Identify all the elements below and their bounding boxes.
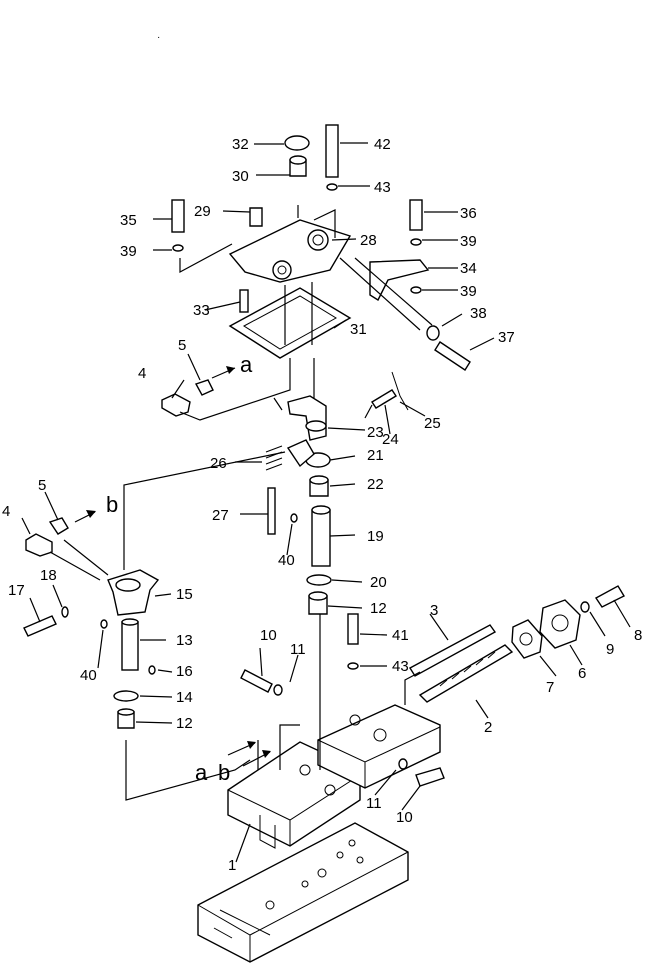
callout-10: 10 bbox=[260, 627, 277, 644]
marker-b-mid: b bbox=[106, 492, 118, 517]
callout-18: 18 bbox=[40, 567, 57, 584]
callout-28: 28 bbox=[360, 232, 377, 249]
callout-8: 8 bbox=[634, 627, 642, 644]
callout-16: 16 bbox=[176, 663, 193, 680]
callout-39: 39 bbox=[120, 243, 137, 260]
callout-25: 25 bbox=[424, 415, 441, 432]
callout-11: 11 bbox=[366, 795, 382, 812]
callout-23: 23 bbox=[367, 424, 384, 441]
callout-12: 12 bbox=[176, 715, 193, 732]
callout-38: 38 bbox=[470, 305, 487, 322]
callout-27: 27 bbox=[212, 507, 229, 524]
callout-21: 21 bbox=[367, 447, 384, 464]
callout-43: 43 bbox=[392, 658, 409, 675]
callout-36: 36 bbox=[460, 205, 477, 222]
callout-22: 22 bbox=[367, 476, 384, 493]
callout-20: 20 bbox=[370, 574, 387, 591]
callout-2: 2 bbox=[484, 719, 492, 736]
callout-5: 5 bbox=[178, 337, 186, 354]
bracket-and-bolts bbox=[171, 124, 471, 371]
left-stack-parts bbox=[23, 517, 160, 729]
center-stack-parts bbox=[100, 371, 409, 629]
callout-40: 40 bbox=[80, 667, 97, 684]
marker-a-bottom: a bbox=[195, 760, 208, 785]
marker-b-bottom: b bbox=[218, 760, 230, 785]
callout-14: 14 bbox=[176, 689, 193, 706]
callout-6: 6 bbox=[578, 665, 586, 682]
valve-housing bbox=[227, 704, 441, 849]
callout-1: 1 bbox=[228, 857, 236, 874]
callout-26: 26 bbox=[210, 455, 227, 472]
callout-13: 13 bbox=[176, 632, 193, 649]
callout-31: 31 bbox=[350, 321, 367, 338]
callout-39: 39 bbox=[460, 283, 477, 300]
callout-37: 37 bbox=[498, 329, 515, 346]
callout-4: 4 bbox=[138, 365, 146, 382]
callout-15: 15 bbox=[176, 586, 193, 603]
callout-12: 12 bbox=[370, 600, 387, 617]
callout-29: 29 bbox=[194, 203, 211, 220]
marker-a-top: a bbox=[240, 352, 253, 377]
lever-upper bbox=[161, 379, 214, 417]
callout-9: 9 bbox=[606, 641, 614, 658]
callout-32: 32 bbox=[232, 136, 249, 153]
callout-39: 39 bbox=[460, 233, 477, 250]
stray-mark: · bbox=[157, 32, 160, 43]
callout-7: 7 bbox=[546, 679, 554, 696]
callouts: 32 30 42 43 35 29 39 28 36 39 34 39 33 3… bbox=[2, 136, 642, 874]
leader-lines bbox=[21, 142, 631, 863]
spools bbox=[409, 624, 514, 703]
callout-11: 11 bbox=[290, 641, 306, 658]
callout-41: 41 bbox=[392, 627, 409, 644]
callout-17: 17 bbox=[8, 582, 25, 599]
end-cover bbox=[511, 599, 581, 659]
callout-43: 43 bbox=[374, 179, 391, 196]
callout-10: 10 bbox=[396, 809, 413, 826]
callout-33: 33 bbox=[193, 302, 210, 319]
flow-arrows bbox=[74, 366, 271, 767]
bolts-right bbox=[240, 585, 625, 787]
callout-42: 42 bbox=[374, 136, 391, 153]
flow-markers: a b a b bbox=[106, 352, 253, 785]
callout-5: 5 bbox=[38, 477, 46, 494]
callout-34: 34 bbox=[460, 260, 477, 277]
callout-24: 24 bbox=[382, 431, 399, 448]
callout-3: 3 bbox=[430, 602, 438, 619]
callout-19: 19 bbox=[367, 528, 384, 545]
callout-30: 30 bbox=[232, 168, 249, 185]
bolt-41 bbox=[347, 613, 359, 670]
gasket-cover bbox=[228, 219, 352, 359]
callout-4: 4 bbox=[2, 503, 10, 520]
callout-35: 35 bbox=[120, 212, 137, 229]
valve-body-block bbox=[197, 822, 409, 963]
callout-40: 40 bbox=[278, 552, 295, 569]
